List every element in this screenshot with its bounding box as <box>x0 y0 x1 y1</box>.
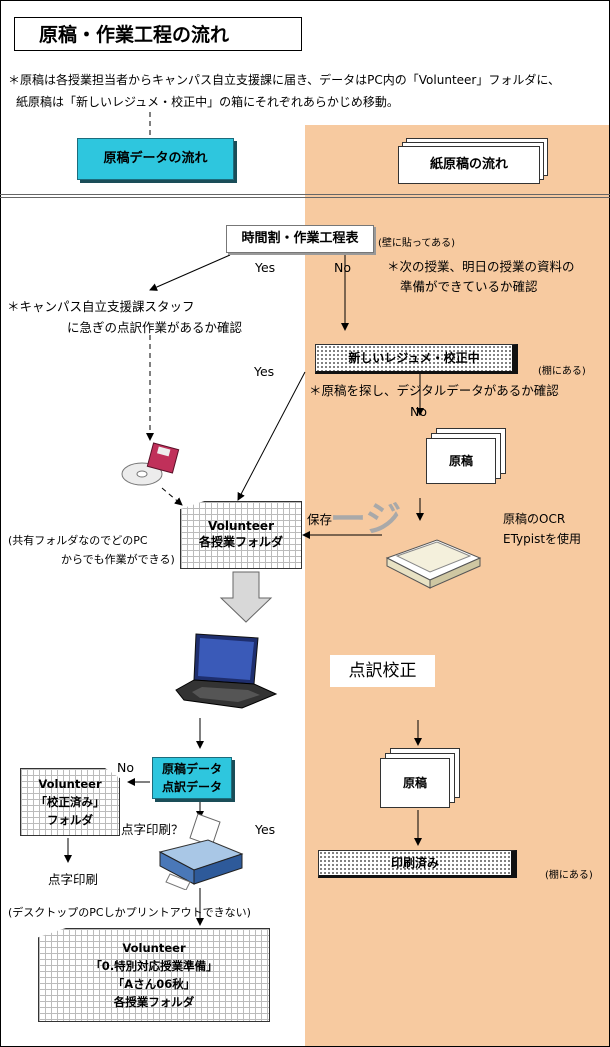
save-label: 保存 <box>307 512 333 527</box>
shelf-note: (棚にある) <box>538 366 586 377</box>
new-resume-box: 新しいレジュメ・校正中 <box>315 344 518 374</box>
yes-label: Yes <box>254 364 275 379</box>
shared-note-line2: からでも作業ができる) <box>61 553 175 566</box>
solid-arrows <box>64 252 424 926</box>
scanner-icon <box>385 539 482 589</box>
schedule-box: 時間割・作業工程表 <box>226 225 374 253</box>
manuscript-stack: 原稿 <box>426 428 506 484</box>
watermark-text: ージ <box>330 499 402 540</box>
manuscript-label: 原稿 <box>426 438 496 484</box>
braille-proof-label: 点訳校正 <box>330 655 435 687</box>
data-box: 原稿データ 点訳データ <box>152 757 232 799</box>
folder-line2: 各授業フォルダ <box>198 535 283 549</box>
dashed-line <box>146 112 183 506</box>
final-folder-line4: 各授業フォルダ <box>113 995 195 1009</box>
no-label: No <box>117 760 134 775</box>
left-note-line1: ＊キャンパス自立支援課スタッフ <box>7 299 195 314</box>
divider <box>0 194 610 195</box>
schedule-note: (壁に貼ってある) <box>378 238 456 249</box>
paper-flow-column <box>305 125 609 1046</box>
ocr-note-line2: ETypistを使用 <box>503 532 582 546</box>
yes-label: Yes <box>255 822 276 837</box>
divider <box>0 197 610 198</box>
desktop-note: (デスクトップのPCしかプリントアウトできない) <box>8 906 251 919</box>
printer-icon <box>158 813 244 890</box>
laptop-icon <box>175 633 278 709</box>
page-title: 原稿・作業工程の流れ <box>14 17 302 51</box>
paper-flow-label: 紙原稿の流れ <box>398 146 540 184</box>
yes-label: Yes <box>255 260 276 275</box>
checked-folder-line3: フォルダ <box>47 813 93 827</box>
shelf-note: (棚にある) <box>545 870 593 881</box>
shared-note-line1: (共有フォルダなのでどのPC <box>8 534 148 547</box>
final-folder-line3: 「Aさん06秋」 <box>112 977 196 991</box>
checked-folder-line2: 「校正済み」 <box>35 795 105 809</box>
print-question-label: 点字印刷？ <box>121 822 184 837</box>
data-box-line2: 点訳データ <box>161 780 222 794</box>
printed-box: 印刷済み <box>318 850 517 878</box>
data-box-line1: 原稿データ <box>161 762 222 776</box>
no-label: No <box>334 260 351 275</box>
intro-note-line1: ＊原稿は各授業担当者からキャンパス自立支援課に届き、データはPC内の「Volun… <box>8 73 560 87</box>
manuscript-stack: 原稿 <box>380 748 460 808</box>
digital-check-note: ＊原稿を探し、デジタルデータがあるか確認 <box>309 383 559 398</box>
braille-print-label: 点字印刷 <box>48 872 99 887</box>
intro-note-line2: 紙原稿は「新しいレジュメ・校正中」の箱にそれぞれあらかじめ移動。 <box>16 95 399 109</box>
volunteer-folder: Volunteer 各授業フォルダ <box>180 501 302 569</box>
left-note-line2: に急ぎの点訳作業があるか確認 <box>67 320 243 335</box>
checked-folder: Volunteer 「校正済み」 フォルダ <box>20 768 120 836</box>
manuscript-label: 原稿 <box>380 758 450 808</box>
final-folder-line2: 「0.特別対応授業準備」 <box>90 959 218 973</box>
final-folder: Volunteer 「0.特別対応授業準備」 「Aさん06秋」 各授業フォルダ <box>38 928 270 1022</box>
folder-line1: Volunteer <box>207 519 274 533</box>
no-label: No <box>410 404 427 419</box>
floppy-disk-icon <box>121 442 180 486</box>
paper-flow-header: 紙原稿の流れ <box>398 138 548 184</box>
right-note-line1: ＊次の授業、明日の授業の資料の <box>387 259 575 274</box>
down-arrow-icon <box>219 571 273 623</box>
checked-folder-line1: Volunteer <box>38 777 102 791</box>
right-note-line2: 準備ができているか確認 <box>400 279 538 294</box>
final-folder-line1: Volunteer <box>122 941 186 955</box>
ocr-note-line1: 原稿のOCR <box>503 512 566 526</box>
data-flow-header: 原稿データの流れ <box>77 138 234 180</box>
